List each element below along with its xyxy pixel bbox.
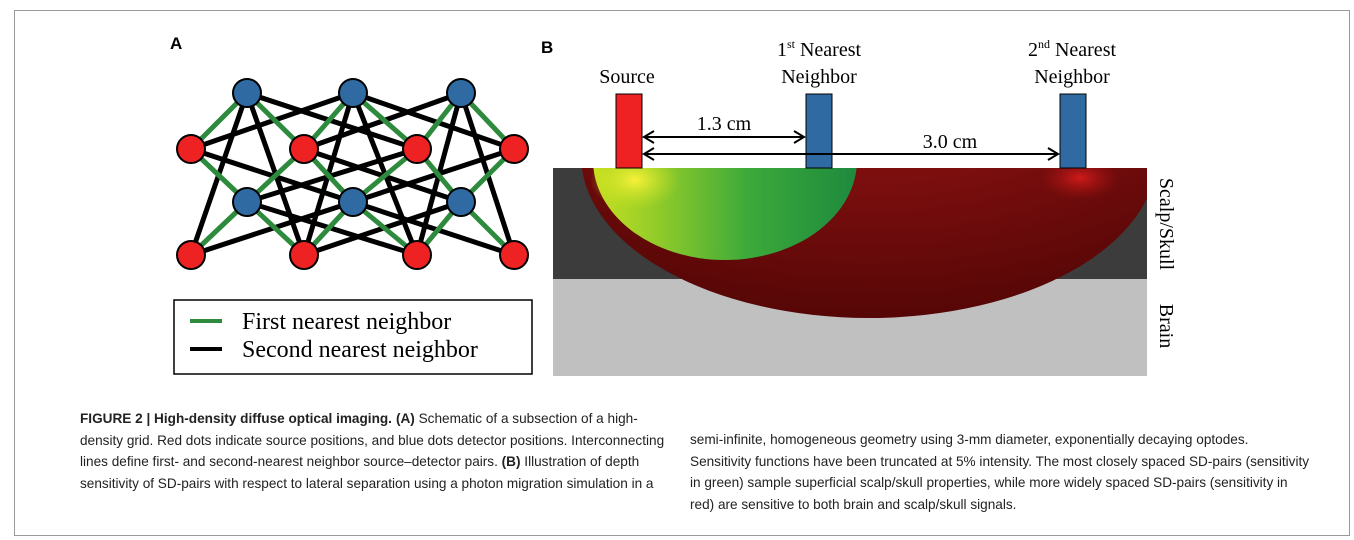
caption-right: semi-infinite, homogeneous geometry usin… [690,432,1310,512]
second-neighbor-edge [350,90,517,152]
source-dot [289,240,319,270]
source-label: Source [599,66,655,88]
caption-lead: FIGURE 2 | High-density diffuse optical … [80,411,392,426]
brain-label: Brain [1155,304,1177,348]
long-distance-arrow [642,147,1060,161]
second-neighbor-edge [244,146,420,205]
second-neighbor-edge [244,90,420,152]
legend-box [173,299,533,375]
panel-a-label: A [170,34,183,53]
caption-a-tag: (A) [395,411,415,426]
caption-a-text: Schematic of a subsection of a high-dens… [80,411,665,469]
first-neighbor-label-line2: Neighbor [781,66,857,88]
second-neighbor-optode [1059,93,1087,169]
short-distance-arrow [642,130,806,144]
short-distance-label: 1.3 cm [697,113,752,135]
panel-b-label: B [541,38,554,57]
panel-b-diagram: Source 1st Nearest Neighbor 2nd Nearest … [553,37,1177,376]
first-neighbor-label-line1: 1st Nearest [777,37,862,61]
legend-first-label: First nearest neighbor [242,309,451,335]
second-neighbor-label-line2: Neighbor [1034,66,1110,88]
source-dot [499,134,529,164]
second-neighbor-edge [350,146,517,205]
green-sensitivity-region [593,168,857,260]
source-dot [402,134,432,164]
source-dot [176,240,206,270]
caption-left: FIGURE 2 | High-density diffuse optical … [80,408,674,494]
detector-dot [338,78,368,108]
detector-dot [232,78,262,108]
source-optode [615,93,643,169]
detector-dot [446,78,476,108]
figure-frame [14,10,1350,536]
detector-dot [446,187,476,217]
source-dot [176,134,206,164]
source-dot [289,134,319,164]
first-neighbor-optode [805,93,833,169]
second-neighbor-edge [244,199,420,258]
caption-b-text: Illustration of depth sensitivity of SD-… [80,454,654,491]
long-distance-label: 3.0 cm [923,131,978,153]
detector-dot [232,187,262,217]
caption-b-tag: (B) [501,454,521,469]
source-dot [499,240,529,270]
second-neighbor-edge [350,199,517,258]
scalp-skull-label: Scalp/Skull [1155,178,1177,271]
detector-dot [338,187,368,217]
red-hotspot [1040,168,1120,200]
legend-second-label: Second nearest neighbor [242,337,478,363]
grid-edges [188,90,517,258]
panel-a-diagram: First nearest neighbor Second nearest ne… [173,78,533,375]
grid-nodes [176,78,529,270]
second-neighbor-label-line1: 2nd Nearest [1028,37,1117,61]
source-dot [402,240,432,270]
green-hotspot [590,168,680,210]
